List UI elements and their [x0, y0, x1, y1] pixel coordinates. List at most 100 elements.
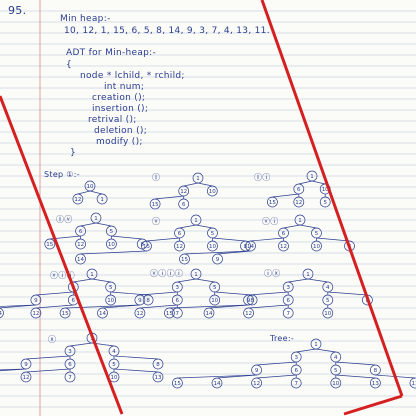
tree-node-value: 9 [216, 257, 220, 263]
tree-edge [69, 342, 93, 347]
tree-node-circle [174, 240, 185, 252]
tree-node-value: 15 [143, 244, 150, 250]
tree-node-circle [141, 240, 152, 252]
adt-line-node: node * lchild, * rchild; [80, 71, 185, 81]
tree-node-value: 12 [280, 244, 287, 250]
tree-edge [195, 224, 213, 229]
tree-node-value: 10 [111, 375, 118, 381]
tree-edge [298, 180, 313, 185]
adt-line-num: int num; [104, 82, 145, 92]
tree-node-value: 12 [32, 311, 39, 317]
tree-node-value: 10 [209, 189, 216, 195]
tree-node-value: 8 [374, 368, 378, 374]
tree-node-value: 3 [176, 285, 180, 291]
tree-node-value: 9 [138, 298, 142, 304]
tree-node-value: 9 [34, 298, 38, 304]
tree-edge [89, 190, 103, 195]
tree-node-value: 9 [255, 368, 259, 374]
tree-edge [248, 291, 289, 296]
tree-edge [184, 250, 251, 255]
tree-node-value: 6 [72, 298, 76, 304]
tree-node-circle [190, 214, 202, 226]
tree-node-value: 5 [213, 285, 217, 291]
tree-node-value: 1 [90, 272, 94, 278]
tree-node-circle [134, 307, 146, 319]
tree-edge [216, 374, 257, 379]
tree-node-value: 14 [247, 244, 254, 250]
tree-node-circle [245, 240, 256, 252]
tree-node-value: 5 [211, 231, 215, 237]
tree-edge [25, 368, 71, 373]
tree-edge [113, 355, 159, 360]
tree-edge [146, 237, 180, 242]
tree-edge [217, 250, 251, 255]
tree-edge [65, 304, 140, 309]
tree-node-value: 6 [282, 231, 286, 237]
tree-node-value: 15 [62, 311, 69, 317]
tree-node-circle [178, 198, 190, 210]
tree-node-value: 15 [46, 242, 53, 248]
tree-node-value: 15 [269, 200, 276, 206]
tree-node-value: 10 [108, 242, 115, 248]
tree-edge [25, 355, 71, 360]
tree-node-value: 1 [100, 197, 104, 203]
tree-node-circle [171, 281, 183, 293]
tree-edge [195, 278, 215, 283]
tree-node-value: 3 [72, 285, 76, 291]
tree-node-value: 5 [112, 362, 116, 368]
tree-node-value: 1 [94, 216, 98, 222]
tree-node-value: 6 [294, 368, 298, 374]
tree-edge [316, 237, 350, 242]
tree-node-value: 10 [107, 298, 114, 304]
tree-node-circle [134, 294, 146, 306]
tree-node-value: 1 [194, 272, 198, 278]
sequence-values: 10, 12, 1, 15, 6, 5, 8, 14, 9, 3, 7, 4, … [64, 26, 270, 36]
tree-node-circle [409, 377, 416, 389]
tree-edge [272, 193, 299, 198]
tree-edge [49, 235, 81, 240]
tree-node-value: 7 [68, 375, 72, 381]
tree-node-value: 8 [250, 298, 254, 304]
tree-edge [197, 182, 213, 187]
tree-node-circle [192, 172, 204, 184]
tree-node-circle [207, 227, 218, 239]
tree-node-value: 12 [136, 311, 143, 317]
tree-edge [35, 291, 74, 296]
tree-edge [288, 278, 309, 283]
tree-node-circle [172, 377, 183, 389]
tree-edge [80, 222, 97, 227]
tree-node-value: 5 [326, 298, 330, 304]
tree-node-value: 3 [68, 349, 72, 355]
tree-node-value: 10 [209, 244, 216, 250]
tree-edge [299, 224, 317, 229]
tree-edge [95, 222, 112, 227]
tree-node-value: 7 [286, 311, 290, 317]
tree-node-value: 10 [332, 381, 339, 387]
tree-edge [177, 278, 197, 283]
tree-node-value: 12 [74, 197, 81, 203]
tree-node-circle [207, 240, 218, 252]
tree-node-value: 15 [181, 257, 188, 263]
tree-node-value: 10 [313, 244, 320, 250]
tree-node-value: 14 [99, 311, 106, 317]
tree-node-value: 10 [211, 298, 218, 304]
tree-node-value: 1 [310, 174, 314, 180]
tree-node-value: 12 [180, 189, 187, 195]
heading-min-heap: Min heap:- [60, 14, 111, 24]
tree-edge [77, 190, 91, 195]
tree-edge [315, 348, 336, 353]
tree-node-value: 15 [174, 381, 181, 387]
tree-node-value: 15 [166, 311, 173, 317]
tree-node-value: 13 [372, 381, 379, 387]
tree-node-value: 8 [366, 298, 370, 304]
tree-edge [256, 361, 297, 366]
tree-node-circle [212, 253, 223, 265]
page-number: 95. [8, 4, 27, 17]
tree-node-circle [164, 307, 175, 319]
tree-edge [375, 374, 416, 379]
tree-edge [283, 224, 301, 229]
tree-node-value: 12 [295, 200, 302, 206]
tree-edge [256, 374, 297, 379]
